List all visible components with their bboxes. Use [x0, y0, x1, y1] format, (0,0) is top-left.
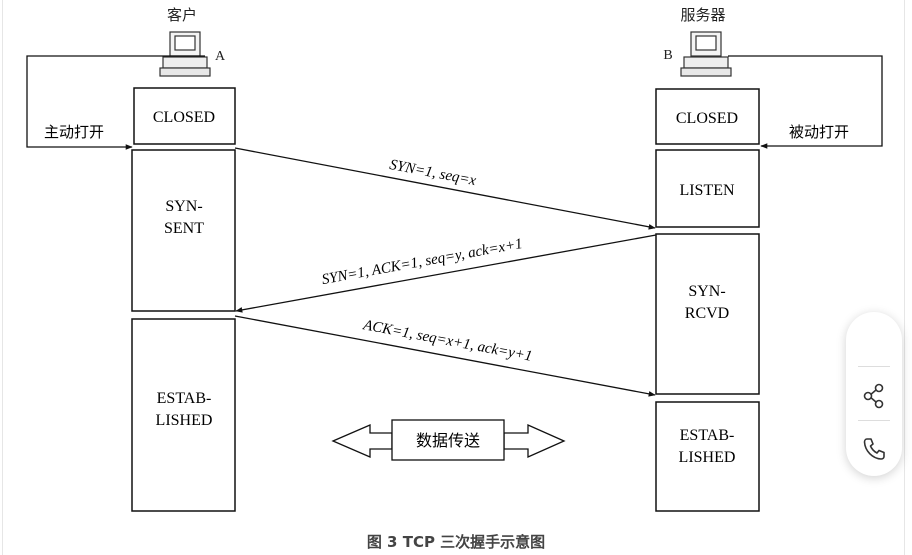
message-label: ACK=1, seq=x+1, ack=y+1: [361, 317, 533, 365]
client-state-label: SYN-SENT: [164, 198, 204, 237]
client-letter: A: [215, 49, 226, 64]
data-transfer-arrow: [331, 419, 566, 461]
server-open-label: 被动打开: [789, 123, 849, 141]
message-arrow-ack: [234, 315, 656, 397]
server-state-established: [655, 401, 760, 512]
panel-divider: [858, 420, 890, 421]
client-computer-icon: [159, 31, 211, 77]
server-state-label: ESTAB-LISHED: [679, 427, 736, 466]
client-state-label: CLOSED: [153, 109, 215, 126]
client-open-arrow: [26, 55, 205, 150]
server-state-label: SYN-RCVD: [685, 283, 729, 322]
client-open-label: 主动打开: [44, 123, 104, 141]
client-state-established: [131, 318, 236, 512]
server-computer-icon: [680, 31, 732, 77]
message-arrow-syn-ack: [235, 234, 657, 313]
server-state-syn-rcvd: [655, 233, 760, 395]
server-letter: B: [663, 48, 672, 63]
server-state-label: CLOSED: [676, 110, 738, 127]
server-state-listen: [655, 149, 760, 228]
server-title: 服务器: [680, 6, 725, 24]
figure-caption: 图 3 TCP 三次握手示意图: [366, 533, 546, 551]
tcp-handshake-diagram: 客户 A 服务器 B CLOSED SYN-SENT ESTAB-LISHED …: [26, 6, 883, 512]
client-state-syn-sent: [131, 149, 236, 312]
message-label: SYN=1, seq=x: [388, 157, 478, 189]
server-state-closed: [655, 88, 760, 145]
left-edge: [2, 0, 3, 555]
share-icon[interactable]: [856, 378, 892, 414]
client-state-label: ESTAB-LISHED: [156, 390, 213, 429]
message-label: SYN=1, ACK=1, seq=y, ack=x+1: [321, 236, 524, 288]
client-state-closed: [133, 87, 236, 145]
phone-icon[interactable]: [856, 431, 892, 467]
client-title: 客户: [167, 6, 197, 24]
panel-divider: [858, 366, 890, 367]
right-edge: [904, 0, 905, 555]
data-transfer-label: 数据传送: [416, 431, 480, 450]
floating-action-panel: [846, 312, 902, 476]
message-arrow-syn: [234, 147, 656, 230]
server-open-arrow: [728, 55, 883, 149]
server-state-label: LISTEN: [679, 182, 735, 199]
